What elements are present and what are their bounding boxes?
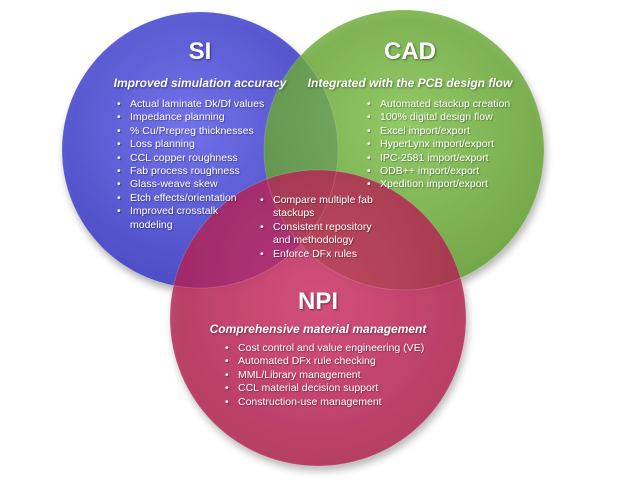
list-item: Automated stackup creation xyxy=(367,98,527,112)
npi-subtitle: Comprehensive material management xyxy=(209,322,427,336)
list-item: ODB++ import/export xyxy=(367,165,527,179)
list-item: Improved crosstalk modeling xyxy=(117,205,240,232)
list-item: Construction-use management xyxy=(225,396,425,410)
list-item: Glass-weave skew xyxy=(117,178,267,192)
list-item: % Cu/Prepreg thicknesses xyxy=(117,125,267,139)
list-item: 100% digital design flow xyxy=(367,111,527,125)
list-item: Compare multiple fab stackups xyxy=(260,194,375,221)
list-item: Etch effects/orientation xyxy=(117,192,267,206)
list-item: Actual laminate Dk/Df values xyxy=(117,98,267,112)
list-item: Fab process roughness xyxy=(117,165,267,179)
cad-bullet-list: Automated stackup creation 100% digital … xyxy=(367,98,527,192)
npi-bullet-list: Cost control and value engineering (VE) … xyxy=(225,342,425,409)
list-item: Automated DFx rule checking xyxy=(225,355,425,369)
cad-title: CAD xyxy=(384,38,436,65)
list-item: CCL copper roughness xyxy=(117,152,267,166)
list-item: Loss planning xyxy=(117,138,267,152)
list-item: MML/Library management xyxy=(225,369,425,383)
list-item: Consistent repository and methodology xyxy=(260,221,375,248)
si-title: SI xyxy=(188,38,212,65)
list-item: Excel import/export xyxy=(367,125,527,139)
list-item: Enforce DFx rules xyxy=(260,248,375,262)
npi-title: NPI xyxy=(297,288,338,315)
center-bullet-list: Compare multiple fab stackups Consistent… xyxy=(260,194,375,261)
list-item: Xpedition import/export xyxy=(367,178,527,192)
list-item: Impedance planning xyxy=(117,111,267,125)
cad-subtitle: Integrated with the PCB design flow xyxy=(307,76,513,90)
si-bullet-list: Actual laminate Dk/Df values Impedance p… xyxy=(117,98,267,232)
list-item: CCL material decision support xyxy=(225,382,425,396)
list-item: HyperLynx import/export xyxy=(367,138,527,152)
si-subtitle: Improved simulation accuracy xyxy=(113,76,287,90)
list-item: Cost control and value engineering (VE) xyxy=(225,342,425,356)
list-item: IPC-2581 import/export xyxy=(367,152,527,166)
